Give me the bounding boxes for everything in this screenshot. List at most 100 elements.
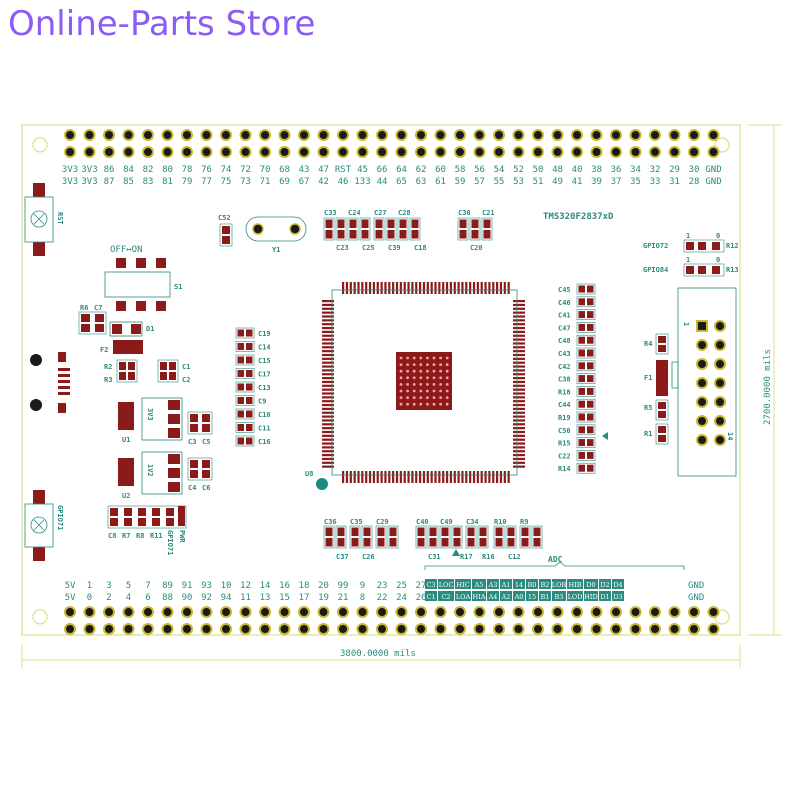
cap-left-label: C13 [258, 384, 271, 392]
chip-pin [484, 282, 487, 294]
adc-cell-label: D2 [600, 581, 609, 589]
header-pad-bottom-r2 [434, 623, 447, 635]
height-label: 2700.0000 mils [763, 349, 773, 425]
cap-bottom-pad [495, 527, 503, 536]
chip-pin [322, 357, 334, 360]
thermal-via [426, 376, 429, 380]
header-pad-top-r2 [551, 146, 564, 158]
chip-pin [513, 315, 525, 318]
cap-top-label: C23 [336, 244, 349, 252]
header-pad-top-r2 [122, 146, 135, 158]
bottom-header-label: 5V [65, 593, 76, 603]
cap-right-pad [587, 439, 594, 447]
chip-pin [480, 282, 483, 294]
chip-pin [395, 282, 399, 294]
chip-pin [376, 471, 379, 483]
thermal-via [406, 383, 409, 386]
header-pad-top-r2 [395, 146, 408, 158]
header-pad-top-r2 [454, 146, 466, 158]
bottom-header-label: 11 [240, 593, 251, 603]
chip-pin [422, 282, 426, 294]
chip-pin [361, 282, 364, 294]
bottom-header-pins [64, 606, 720, 635]
cap-right-label: C47 [558, 324, 571, 332]
chip-pin [513, 450, 525, 453]
thermal-via [432, 383, 436, 386]
adc-cell-label: D1 [600, 593, 609, 601]
jtag-pin [714, 377, 726, 389]
bottom-header-label: 22 [377, 593, 388, 603]
thermal-via [445, 356, 449, 360]
header-pad-top-r1 [278, 129, 291, 141]
adc-cell-label: C3 [426, 581, 435, 589]
cap-bottom-label: C49 [440, 518, 453, 526]
thermal-via [426, 363, 429, 366]
top-header-label: 65 [396, 177, 407, 187]
top-header-labels: 3V33V33V33V38687848582838081787976777475… [62, 165, 722, 187]
header-pad-top-r1 [688, 129, 700, 141]
chip-pin [407, 282, 410, 294]
header-pad-bottom-r1 [395, 606, 408, 618]
cap-top [323, 217, 335, 241]
top-header-label: 54 [494, 165, 505, 175]
adc-cell-label: HIB [568, 581, 581, 589]
thermal-via [445, 396, 449, 399]
cap-right-pad [587, 323, 594, 331]
chip-pin [322, 338, 334, 341]
dimension-width: 3800.0000 mils [21, 645, 741, 668]
adc-gnd-2: GND [688, 593, 704, 603]
chip-pin [322, 392, 334, 395]
cap-bottom-pad [453, 527, 461, 536]
top-header-label: 81 [162, 177, 173, 187]
cap-left-pad [237, 329, 244, 337]
cap-bottom-label: C34 [466, 518, 479, 526]
cap-right-label: R19 [558, 414, 571, 422]
chip-pin [513, 365, 525, 368]
cap-left [235, 327, 255, 339]
usb-connector [30, 352, 70, 413]
top-header-label: 29 [669, 165, 680, 175]
cap-left [235, 381, 255, 393]
chip-pin [513, 369, 525, 372]
header-pad-top-r2 [707, 146, 720, 158]
mount-hole-tr [714, 137, 730, 153]
header-pad-bottom-r2 [571, 623, 583, 635]
cap-bottom-pad [377, 538, 385, 547]
cap-left-pad [237, 356, 244, 364]
u2-voltage-label: 1V2 [146, 464, 154, 477]
c2-label: C2 [182, 376, 190, 384]
thermal-via [432, 396, 436, 399]
thermal-via [406, 376, 409, 380]
header-pad-top-r2 [493, 146, 505, 158]
header-pad-bottom-r1 [298, 606, 310, 618]
header-pad-top-r1 [629, 129, 642, 141]
top-header-label: 48 [552, 165, 563, 175]
header-pad-top-r1 [571, 129, 583, 141]
cap-left-pad [237, 343, 244, 350]
chip-pin [345, 471, 349, 483]
chip-pin [322, 427, 334, 430]
header-pad-top-r1 [493, 129, 505, 141]
chip-pin [476, 471, 479, 483]
chip-pin [322, 300, 334, 303]
chip-pin [415, 282, 418, 294]
f1-label: F1 [644, 374, 652, 382]
cap-top [373, 217, 385, 241]
cap-bottom-pad [337, 538, 345, 547]
chip-pin [322, 361, 334, 364]
top-header-label: 67 [299, 177, 310, 187]
chip-pin [513, 300, 525, 303]
cap-top-pad [483, 219, 491, 228]
adc-cell [487, 579, 499, 589]
header-pad-bottom-r2 [181, 623, 193, 635]
chip-pin [399, 282, 402, 294]
header-pad-top-r2 [239, 146, 252, 158]
cap-bottom-label: C29 [376, 518, 389, 526]
cap-right-label: C50 [558, 427, 571, 435]
cap-top [359, 217, 371, 241]
chip-pin [472, 282, 476, 294]
thermal-via [432, 363, 436, 366]
header-pad-top-r2 [259, 146, 271, 158]
cap-right [576, 334, 596, 346]
adc-cell-label: D4 [613, 581, 622, 589]
